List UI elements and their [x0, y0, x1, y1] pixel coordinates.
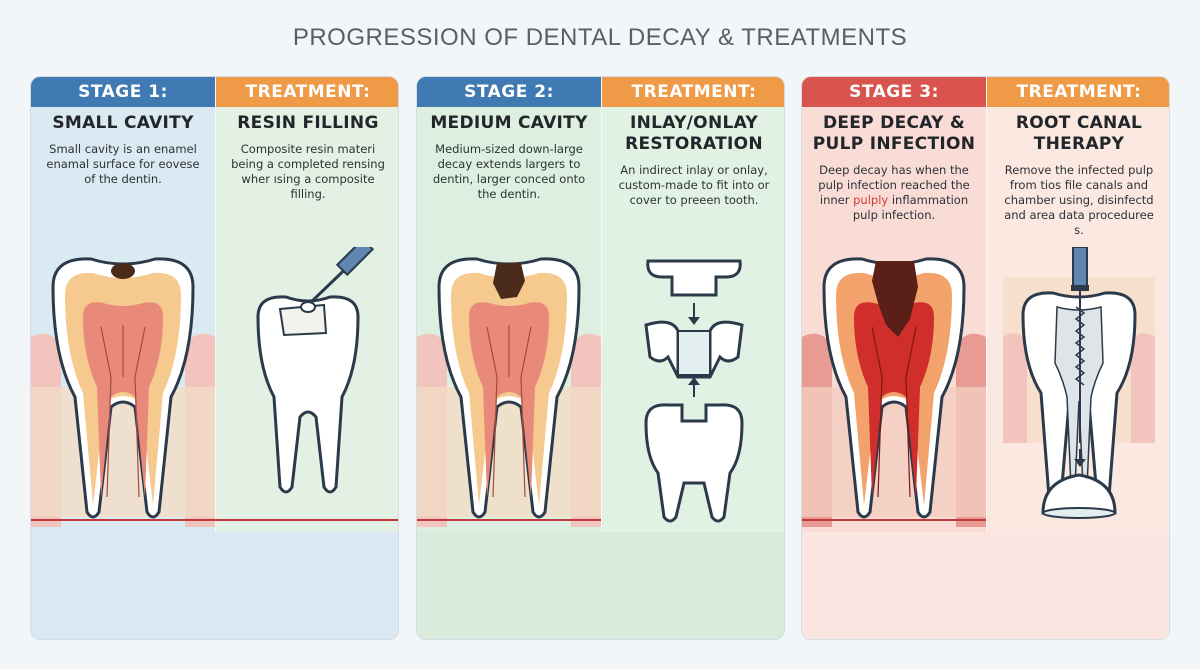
treatment-2-title-line1: INLAY/ONLAY	[629, 113, 759, 133]
treatment-3-header: TREATMENT:	[987, 77, 1169, 107]
page-title: PROGRESSION OF DENTAL DECAY & TREATMENTS	[292, 24, 908, 51]
root-canal-illustration	[1003, 247, 1155, 519]
treatment-3-title-line2: THERAPY	[1033, 134, 1125, 154]
stage-3-description: Deep decay has when the pulp infection r…	[818, 163, 970, 222]
resin-filling-illustration	[256, 247, 375, 494]
treatment-1-header: TREATMENT:	[216, 77, 398, 107]
stage-3-title-line1: DEEP DECAY &	[822, 113, 966, 133]
treatment-3-title-line1: ROOT CANAL	[1015, 113, 1143, 133]
deep-decay-tooth-illustration	[802, 257, 986, 527]
stage-2-description: Medium-sized down-large decay extends la…	[432, 142, 586, 201]
stage-2-panel: STAGE 2: MEDIUM CAVITY Medium-sized down…	[417, 77, 601, 532]
inlay-onlay-illustration	[644, 259, 744, 523]
stage-3-header: STAGE 3:	[802, 77, 986, 107]
stage-3-panel: STAGE 3: DEEP DECAY & PULP INFECTION Dee…	[802, 77, 986, 532]
stage-1-description: Small cavity is an enamel enamal surface…	[46, 142, 200, 186]
stage-3-group: STAGE 3: DEEP DECAY & PULP INFECTION Dee…	[801, 76, 1170, 640]
treatment-1-title: RESIN FILLING	[237, 113, 379, 133]
stage-3-title-line2: PULP INFECTION	[812, 134, 976, 154]
treatment-1-panel: TREATMENT: RESIN FILLING Composite resin…	[216, 77, 398, 532]
stage-1-title: SMALL CAVITY	[52, 113, 194, 133]
infection-highlight: pulply	[853, 193, 889, 207]
stage-2-title: MEDIUM CAVITY	[430, 113, 588, 133]
treatment-2-description: An indirect inlay or onlay, custom-made …	[618, 163, 770, 207]
stage-1-panel: STAGE 1: SMALL CAVITY Small cavity is an…	[31, 77, 215, 532]
treatment-2-panel: TREATMENT: INLAY/ONLAY RESTORATION An in…	[602, 77, 784, 532]
stage-2-group: STAGE 2: MEDIUM CAVITY Medium-sized down…	[416, 76, 785, 640]
stage-2-header: STAGE 2:	[417, 77, 601, 107]
treatment-3-title: ROOT CANAL THERAPY	[987, 113, 1169, 155]
medium-cavity-tooth-illustration	[417, 257, 601, 527]
stage-3-title: DEEP DECAY & PULP INFECTION	[802, 113, 986, 155]
small-cavity-tooth-illustration	[31, 257, 215, 527]
treatment-2-title-line2: RESTORATION	[625, 134, 763, 154]
treatment-3-description: Remove the infected pulp from tios file …	[1004, 163, 1154, 237]
treatment-3-panel: TREATMENT: ROOT CANAL THERAPY Remove the…	[987, 77, 1169, 532]
treatment-2-title: INLAY/ONLAY RESTORATION	[602, 113, 784, 155]
stage-1-header: STAGE 1:	[31, 77, 215, 107]
stage-1-group: STAGE 1: SMALL CAVITY Small cavity is an…	[30, 76, 399, 640]
treatment-1-description: Composite resin materi being a completed…	[231, 142, 385, 201]
treatment-2-header: TREATMENT:	[602, 77, 784, 107]
